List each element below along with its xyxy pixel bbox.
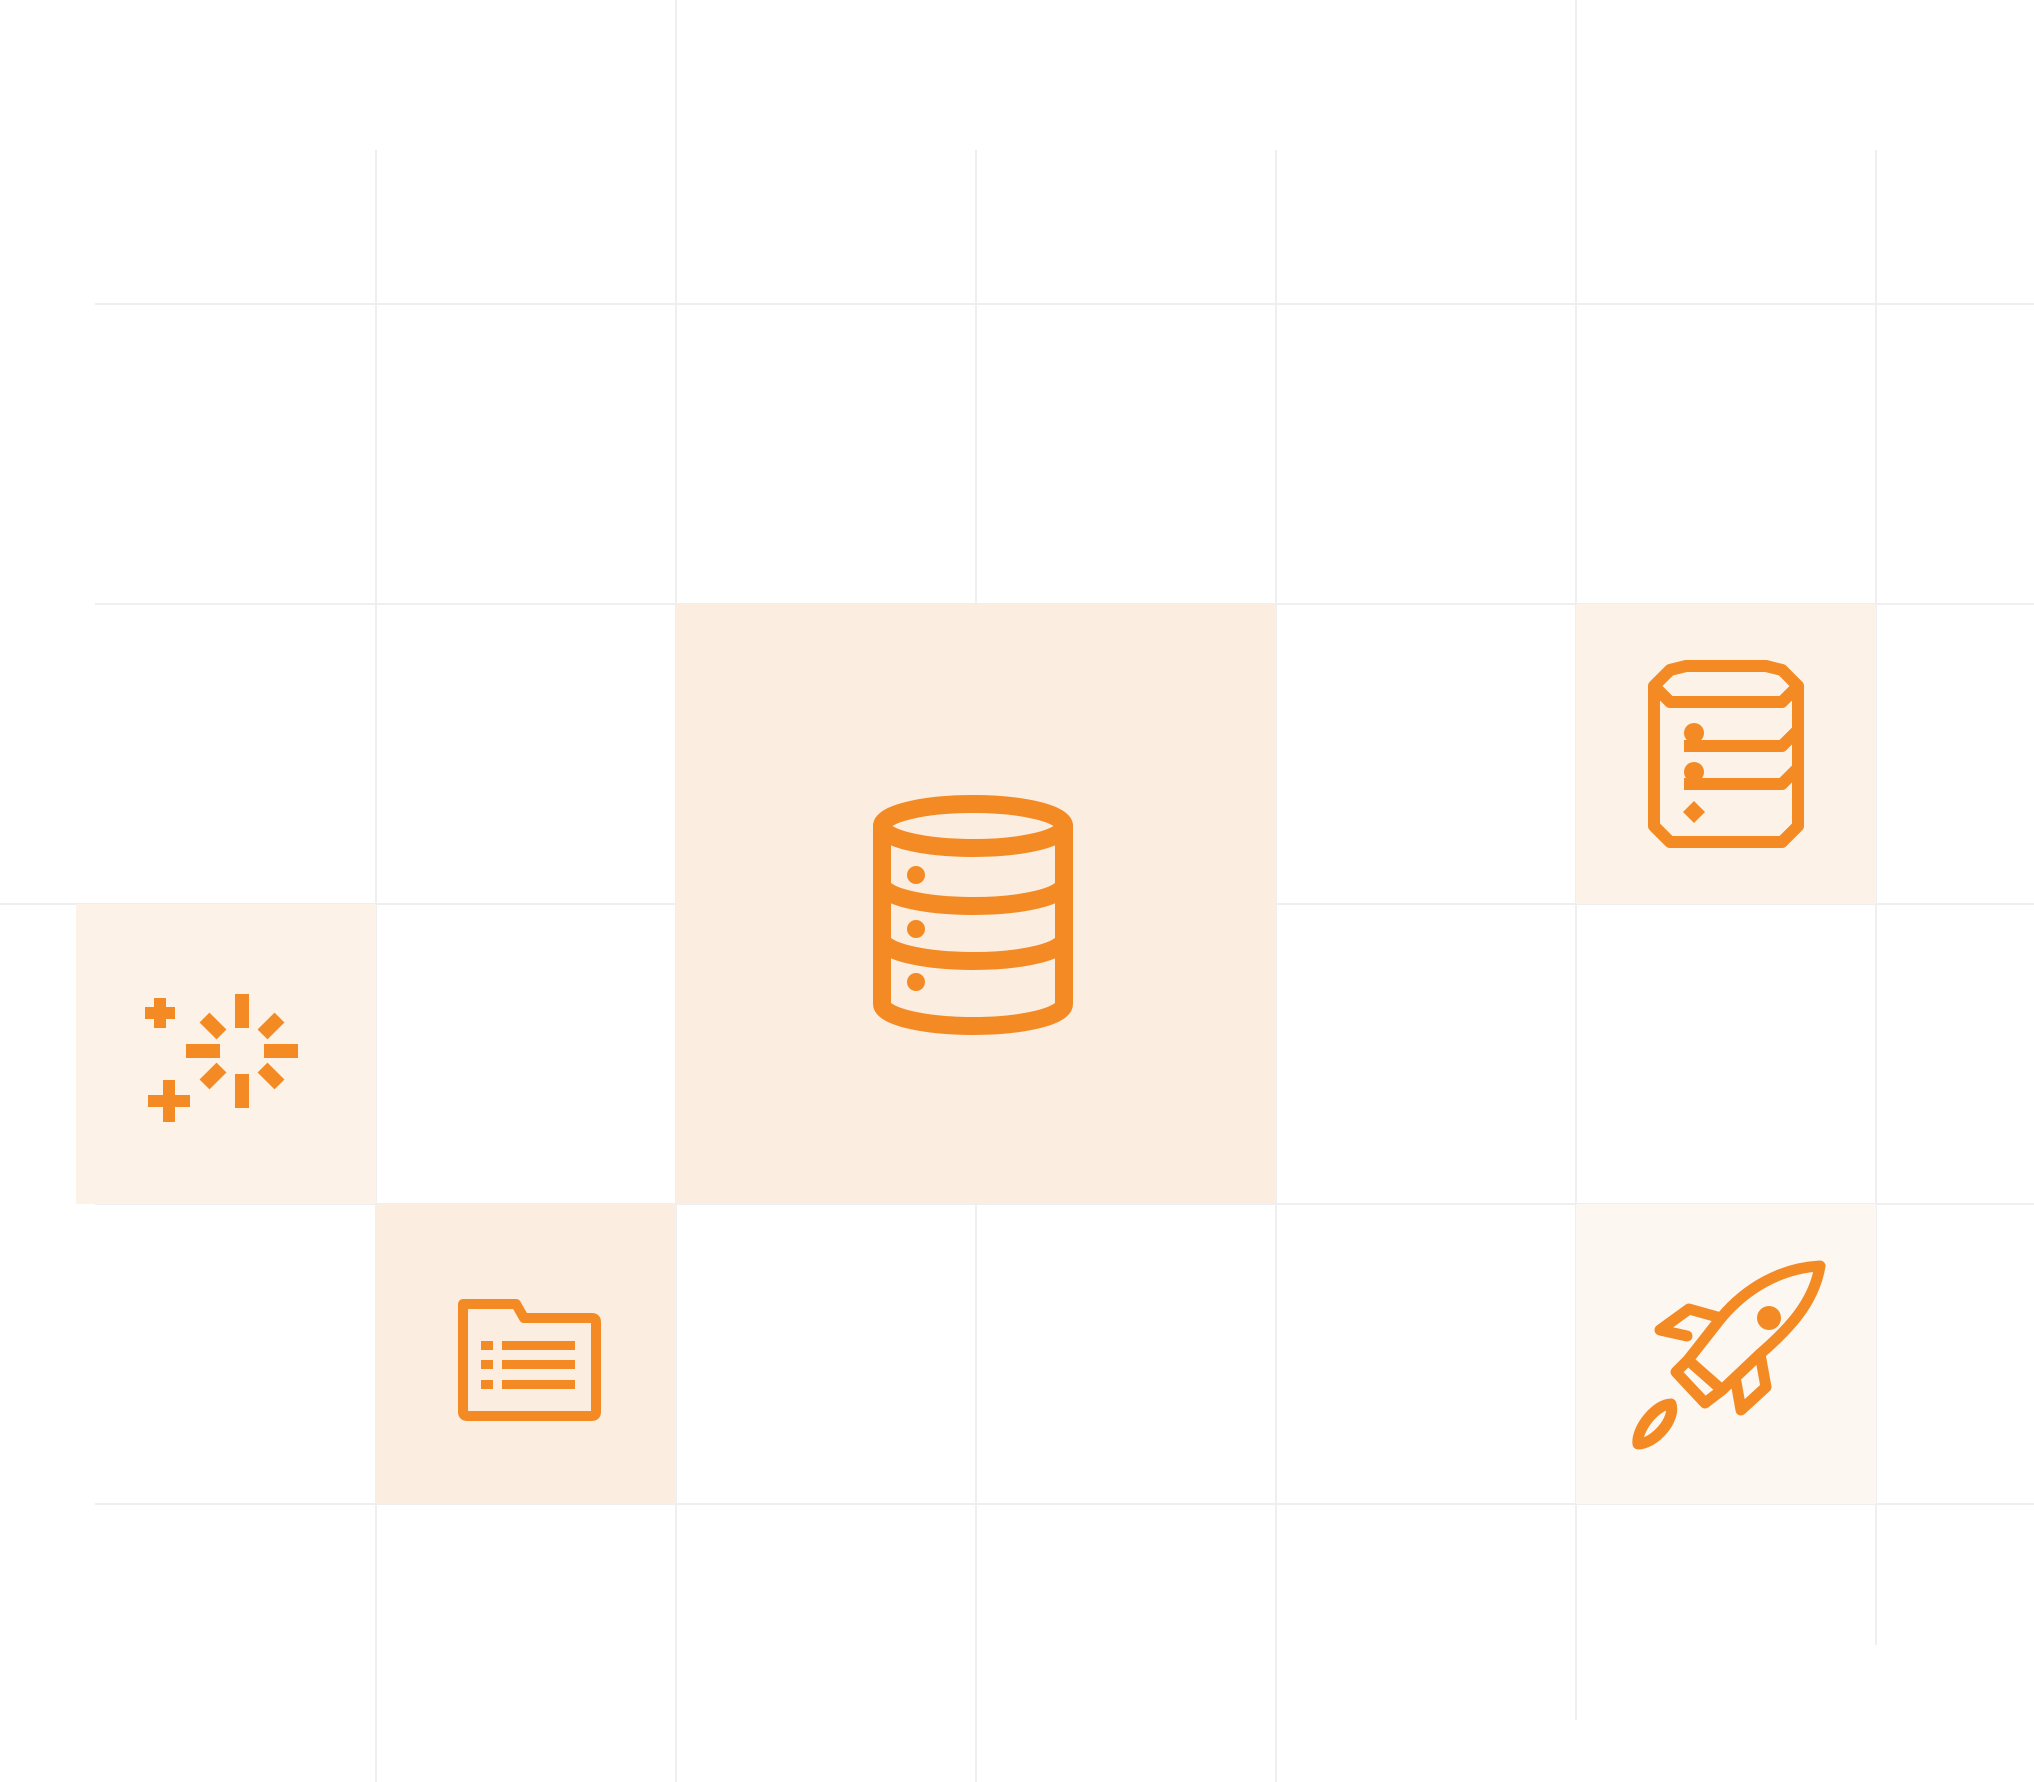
grid-line [95,1503,2034,1505]
grid-line [95,1203,2034,1205]
grid-line [375,150,377,1782]
rocket-tile [1576,1204,1876,1504]
database-tile [676,604,1276,1204]
sparkle-tile [76,904,376,1204]
rocket-icon [1632,1260,1826,1450]
grid-line [1875,150,1877,1645]
server-list-tile [1576,604,1876,904]
folder-list-icon [458,1299,601,1421]
grid-line [95,303,2034,305]
database-icon [873,795,1073,1035]
sparkle-icon [145,994,298,1122]
grid-line [1275,150,1277,1782]
folder-list-tile [376,1204,676,1504]
server-list-icon [1648,660,1804,848]
